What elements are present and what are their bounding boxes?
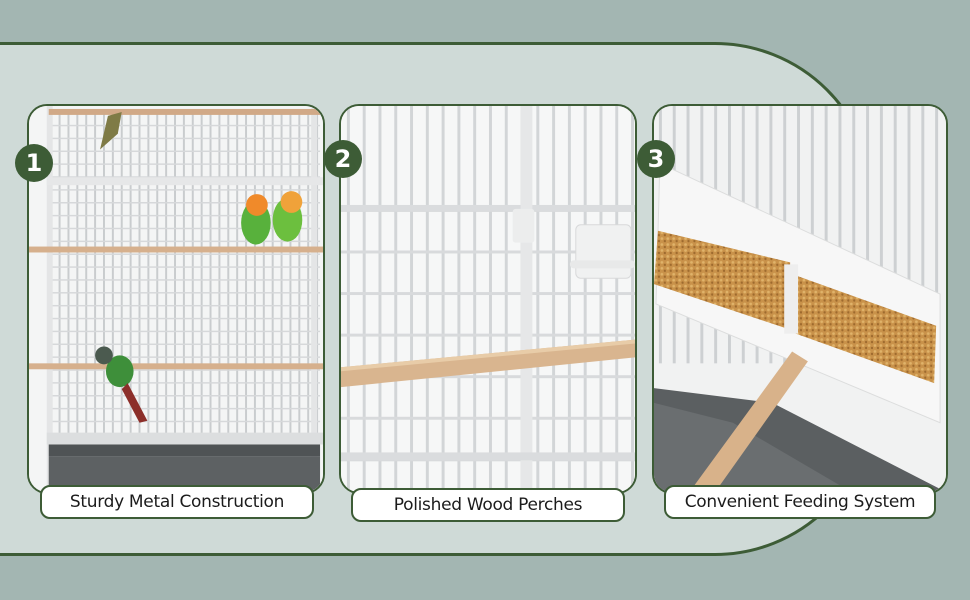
feature-number-badge-3: 3 <box>637 140 675 178</box>
feature-caption-1: Sturdy Metal Construction <box>40 485 314 519</box>
feature-image-3 <box>652 104 948 494</box>
feature-image-1 <box>27 104 325 494</box>
feature-caption-3: Convenient Feeding System <box>664 485 936 519</box>
feature-image-2 <box>339 104 637 494</box>
feature-number-badge-1: 1 <box>15 144 53 182</box>
feature-number-badge-2: 2 <box>324 140 362 178</box>
feature-caption-2: Polished Wood Perches <box>351 488 625 522</box>
